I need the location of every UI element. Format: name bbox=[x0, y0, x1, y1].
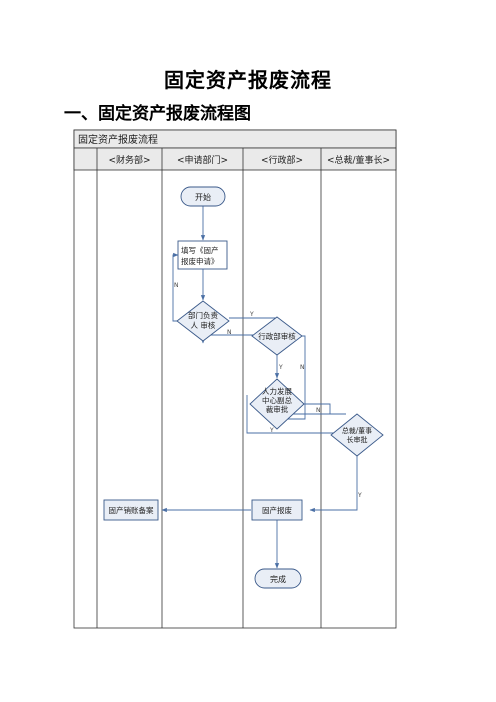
ceo-review-label-line1: 总裁/董事 bbox=[342, 426, 372, 435]
fill-form-label-line1: 填写《固产 bbox=[181, 245, 219, 255]
start-node bbox=[180, 186, 226, 207]
dept-review-label-line1: 部门负责 bbox=[188, 310, 218, 320]
edge-label-yes-3: Y bbox=[269, 427, 274, 434]
hr-review-label-line2: 中心副总 bbox=[262, 395, 292, 405]
end-label: 完成 bbox=[270, 574, 286, 584]
edge-label-no-3: N bbox=[300, 364, 305, 371]
admin-review-node bbox=[251, 316, 303, 356]
ceo-review-node bbox=[330, 413, 384, 457]
hr-review-node bbox=[249, 378, 305, 430]
table-title: 固定资产报废流程 bbox=[78, 133, 158, 146]
lane-header-applicant: <申请部门> bbox=[177, 154, 228, 166]
dept-review-node bbox=[176, 300, 230, 342]
finance-record-label: 固产销账备案 bbox=[109, 505, 154, 515]
edge-label-no-2: N bbox=[227, 329, 232, 336]
end-node bbox=[254, 568, 302, 589]
edge-label-yes-2: Y bbox=[278, 364, 283, 371]
hr-review-label-line3: 裁审批 bbox=[266, 404, 289, 414]
edge-label-yes-1: Y bbox=[249, 311, 254, 318]
dept-review-label-line2: 人 审核 bbox=[191, 320, 216, 330]
edge-label-no-1: N bbox=[174, 282, 179, 289]
document-title: 固定资产报废流程 bbox=[164, 68, 332, 92]
lane-header-admin: <行政部> bbox=[261, 154, 303, 166]
flowchart-frame bbox=[73, 129, 397, 629]
edge-label-yes-4: Y bbox=[357, 492, 362, 499]
lane-header-executive: <总裁/董事长> bbox=[327, 154, 390, 166]
scrap-node bbox=[251, 499, 303, 521]
lane-header-row bbox=[73, 147, 397, 171]
start-label: 开始 bbox=[195, 192, 211, 202]
hr-review-label-line1: 人力发展 bbox=[262, 386, 292, 396]
ceo-review-label-line2: 长审批 bbox=[347, 435, 368, 444]
admin-review-label: 行政部审核 bbox=[258, 331, 296, 341]
finance-record-node bbox=[103, 499, 159, 521]
section-heading: 一、固定资产报废流程图 bbox=[64, 104, 251, 124]
edge-label-no-4: N bbox=[316, 407, 321, 414]
fill-form-label-line2: 报废申请》 bbox=[181, 256, 219, 266]
lane-header-finance: <财务部> bbox=[108, 154, 150, 166]
fill-form-node bbox=[177, 240, 228, 270]
scrap-label: 固产报废 bbox=[262, 505, 292, 515]
